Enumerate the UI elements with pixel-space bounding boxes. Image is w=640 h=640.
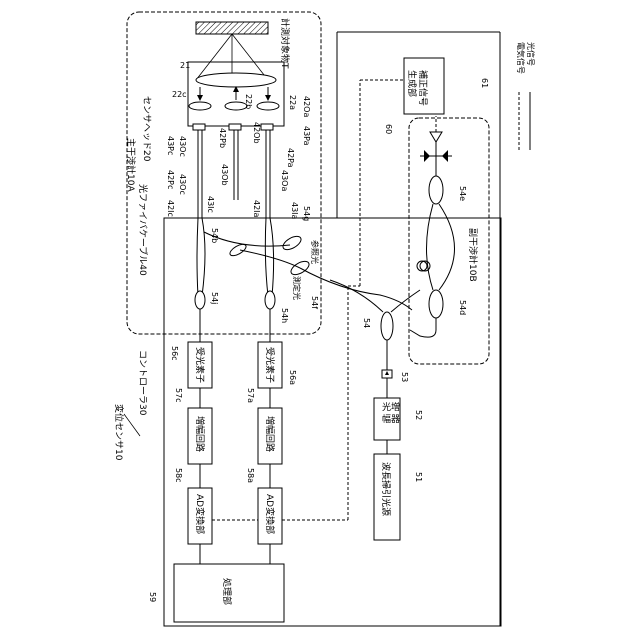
svg-text:受光素子: 受光素子 <box>264 347 276 383</box>
svg-text:変位センサ10: 変位センサ10 <box>113 404 125 461</box>
coupler-54j <box>195 291 205 309</box>
svg-text:61: 61 <box>480 78 489 88</box>
lens-22c <box>189 102 211 110</box>
main-interferometer-label: 主干渉計10A <box>125 138 137 192</box>
coupler-54d <box>429 290 443 318</box>
coupler-54h <box>265 291 275 309</box>
svg-text:処理部: 処理部 <box>221 578 233 605</box>
svg-text:補正信号: 補正信号 <box>417 70 429 106</box>
svg-text:波長掃引光源: 波長掃引光源 <box>380 462 392 516</box>
svg-text:54: 54 <box>362 318 371 328</box>
sensor-head-label: センサヘッド20 <box>141 96 152 162</box>
ref-22c: 22c <box>172 90 187 99</box>
coupler-54g <box>281 234 303 253</box>
controller-label: コントローラ30 <box>137 350 148 416</box>
svg-text:60: 60 <box>384 124 393 134</box>
svg-text:22b: 22b <box>244 94 253 109</box>
ref-22b-group: 22b <box>244 94 253 109</box>
svg-text:幅器: 幅器 <box>382 413 400 425</box>
svg-text:AD変換部: AD変換部 <box>194 494 206 534</box>
svg-text:主干渉計10A: 主干渉計10A <box>125 138 137 192</box>
svg-text:計測対象物T: 計測対象物T <box>279 18 291 69</box>
svg-text:42Pb: 42Pb <box>218 128 227 148</box>
svg-text:42Ia: 42Ia <box>252 200 261 218</box>
fiber-ref-labels: 42Ob 42Oa 42Pb 43Pc 43Oc 42Pc 43Oc 43Ob … <box>166 96 320 323</box>
svg-text:光増: 光増 <box>382 401 400 413</box>
svg-text:54j: 54j <box>210 292 219 304</box>
svg-text:測定光: 測定光 <box>292 276 302 300</box>
legend: 電気信号 光信号 <box>516 42 536 150</box>
svg-text:54g: 54g <box>302 206 311 221</box>
target-label: 計測対象物T <box>279 18 291 69</box>
svg-text:59: 59 <box>148 592 157 602</box>
svg-text:42Pa: 42Pa <box>286 148 295 168</box>
svg-text:43Ic: 43Ic <box>206 196 215 213</box>
svg-text:43Pc: 43Pc <box>166 136 175 155</box>
svg-text:コントローラ30: コントローラ30 <box>137 350 148 416</box>
svg-text:58c: 58c <box>174 468 183 483</box>
lens-22b <box>225 102 247 110</box>
coupler-54e <box>429 176 443 204</box>
svg-text:参照光: 参照光 <box>310 240 320 264</box>
svg-text:光ファイバケーブル40: 光ファイバケーブル40 <box>137 184 149 276</box>
svg-text:51: 51 <box>414 472 423 482</box>
svg-text:増幅回路: 増幅回路 <box>264 416 276 452</box>
svg-text:57a: 57a <box>246 388 255 403</box>
svg-text:22a: 22a <box>288 95 297 110</box>
svg-text:43Ob: 43Ob <box>220 164 229 186</box>
svg-text:54b: 54b <box>210 228 219 243</box>
svg-text:54f: 54f <box>310 296 319 309</box>
svg-text:43Oc: 43Oc <box>178 174 187 195</box>
ref-22a-group: 22a <box>288 95 297 110</box>
svg-text:副干渉計10B: 副干渉計10B <box>467 228 479 282</box>
svg-text:43Oa: 43Oa <box>280 170 289 191</box>
displacement-sensor-label: 変位センサ10 <box>113 404 125 461</box>
coupler-54 <box>381 312 393 340</box>
svg-text:42Ob: 42Ob <box>252 122 261 144</box>
objective-lens <box>196 73 276 87</box>
svg-text:58a: 58a <box>246 468 255 483</box>
lens-22a <box>257 102 279 110</box>
svg-text:56a: 56a <box>288 370 297 385</box>
svg-text:光信号: 光信号 <box>526 42 536 66</box>
svg-text:53: 53 <box>400 372 409 382</box>
svg-text:43Ia: 43Ia <box>290 202 299 220</box>
svg-text:42Pc: 42Pc <box>166 170 175 189</box>
svg-text:43Oc: 43Oc <box>178 136 187 157</box>
target-hatch <box>196 22 268 34</box>
ref-21: 21 <box>180 61 190 70</box>
svg-text:54h: 54h <box>280 308 289 323</box>
svg-text:52: 52 <box>414 410 423 420</box>
fiber-cable-label: 光ファイバケーブル40 <box>137 184 149 276</box>
svg-text:57c: 57c <box>174 388 183 403</box>
svg-text:AD変換部: AD変換部 <box>264 494 276 534</box>
svg-text:42Oa: 42Oa <box>302 96 311 117</box>
svg-text:受光素子: 受光素子 <box>194 347 206 383</box>
svg-text:42Ic: 42Ic <box>166 200 175 217</box>
svg-text:54d: 54d <box>458 300 467 315</box>
svg-text:56c: 56c <box>170 346 179 361</box>
svg-text:センサヘッド20: センサヘッド20 <box>141 96 152 162</box>
svg-text:43Pa: 43Pa <box>302 126 311 146</box>
svg-text:増幅回路: 増幅回路 <box>194 416 206 452</box>
svg-text:生成部: 生成部 <box>406 70 418 97</box>
svg-text:電気信号: 電気信号 <box>516 42 526 74</box>
svg-text:54e: 54e <box>458 186 467 201</box>
